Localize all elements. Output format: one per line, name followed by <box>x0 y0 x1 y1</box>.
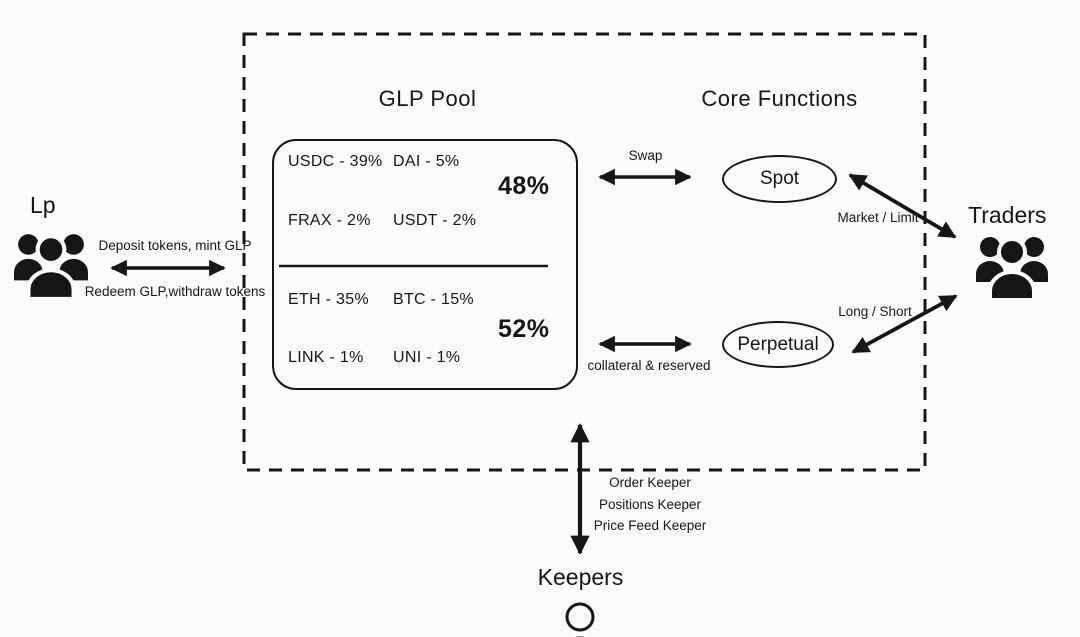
spot-node: Spot <box>722 155 837 203</box>
pool-token-usdt: USDT - 2% <box>393 212 477 229</box>
long-short-arrow <box>851 294 958 354</box>
pool-token-link: LINK - 1% <box>288 349 364 366</box>
glp-pool-box <box>272 139 578 390</box>
long-short-label: Long / Short <box>838 304 912 319</box>
keeper-role-pricefeed: Price Feed Keeper <box>593 518 707 533</box>
traders-people-icon <box>976 234 1048 305</box>
keeper-roles: Order Keeper Positions Keeper Price Feed… <box>585 472 715 537</box>
stable-share-percent: 48% <box>498 172 550 200</box>
collateral-arrow-label: collateral & reserved <box>587 358 711 373</box>
pool-token-dai: DAI - 5% <box>393 153 460 170</box>
deposit-arrow-label: Deposit tokens, mint GLP <box>98 238 252 253</box>
lp-title: Lp <box>30 192 56 218</box>
keeper-person-icon <box>554 600 606 637</box>
traders-title: Traders <box>968 202 1047 228</box>
market-limit-arrow <box>848 173 957 239</box>
lp-people-icon <box>14 231 88 304</box>
market-limit-label: Market / Limit <box>837 210 919 225</box>
crypto-share-percent: 52% <box>498 315 550 343</box>
pool-token-usdc: USDC - 39% <box>288 153 383 170</box>
core-functions-title: Core Functions <box>701 86 858 111</box>
pool-token-eth: ETH - 35% <box>288 291 369 308</box>
pool-token-uni: UNI - 1% <box>393 349 461 366</box>
glp-pool-title: GLP Pool <box>378 86 477 111</box>
keepers-title: Keepers <box>537 564 624 590</box>
perpetual-node: Perpetual <box>722 321 834 368</box>
keeper-role-order: Order Keeper <box>609 475 691 490</box>
swap-arrow-label: Swap <box>628 148 663 163</box>
pool-token-btc: BTC - 15% <box>393 291 474 308</box>
redeem-arrow-label: Redeem GLP,withdraw tokens <box>84 284 266 299</box>
perpetual-node-label: Perpetual <box>737 333 819 355</box>
pool-token-frax: FRAX - 2% <box>288 212 371 229</box>
spot-node-label: Spot <box>759 168 800 189</box>
keeper-role-positions: Positions Keeper <box>598 496 702 512</box>
